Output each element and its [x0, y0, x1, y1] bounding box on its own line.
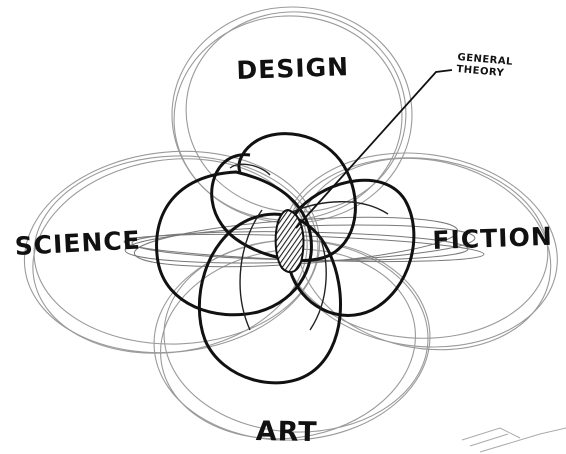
general-theory-region — [276, 210, 304, 272]
outer-ellipse-fiction — [270, 135, 566, 372]
label-design: DESIGN — [236, 52, 350, 85]
label-art: ART — [255, 416, 317, 448]
inner-loop-strokes — [230, 164, 388, 330]
label-fiction: FICTION — [432, 222, 553, 255]
label-general-theory: GENERAL THEORY — [456, 52, 513, 81]
page-artifact — [462, 428, 566, 452]
